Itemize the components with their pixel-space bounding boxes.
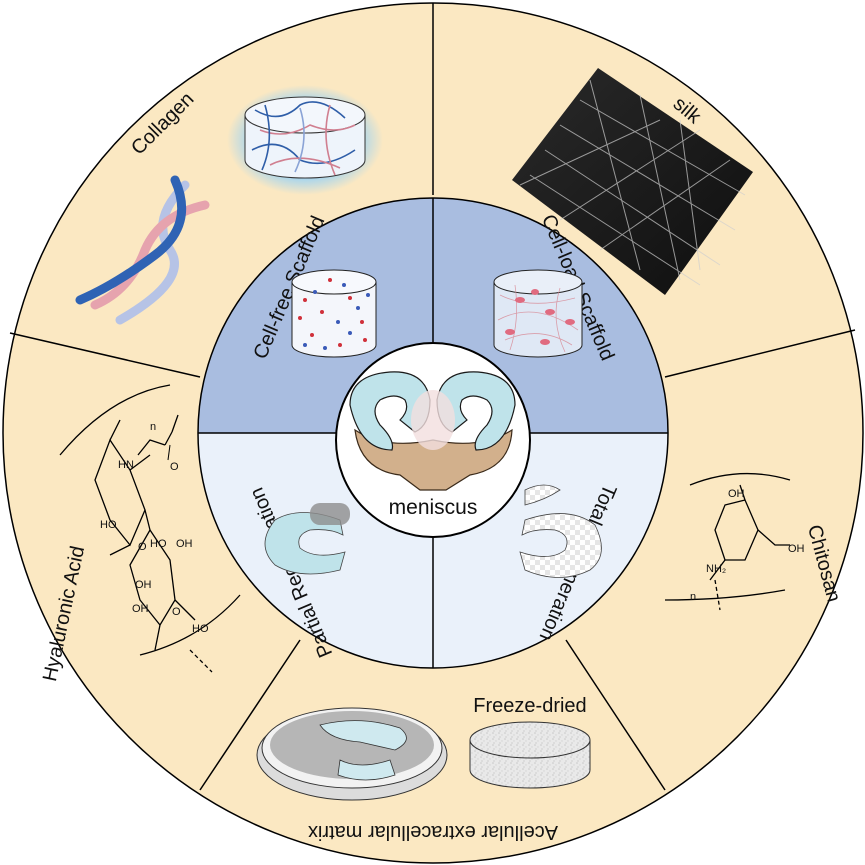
partial-regeneration-meniscus (264, 503, 350, 575)
hyaluronic-acid-atom-labels: n HN O HO O HO OH OH OH O HO (100, 421, 209, 635)
collagen-scaffold-disc (227, 85, 383, 195)
svg-text:O: O (170, 461, 179, 473)
svg-text:OH: OH (135, 579, 152, 591)
svg-text:HO: HO (192, 623, 209, 635)
outer-dividers (9, 3, 856, 791)
silk-sem-image (512, 68, 753, 295)
meniscus-illustration (349, 371, 516, 491)
total-regeneration-meniscus (519, 484, 602, 578)
collagen-triple-helix (75, 175, 210, 325)
svg-text:OH: OH (176, 538, 193, 550)
freeze-dried-label: Freeze-dried (473, 695, 586, 717)
chitosan-structure (664, 472, 791, 611)
svg-text:HN: HN (118, 459, 134, 471)
svg-text:NH₂: NH₂ (706, 563, 726, 575)
petri-dish (256, 707, 448, 801)
svg-text:OH: OH (132, 603, 149, 615)
svg-text:HO: HO (150, 538, 167, 550)
svg-text:n: n (150, 421, 156, 433)
cell-free-scaffold-cylinder (291, 269, 377, 358)
svg-text:OH: OH (728, 488, 745, 500)
acellular-ecm-label: Acellular extracellular matrix (308, 821, 558, 843)
svg-text:HO: HO (100, 519, 117, 531)
svg-text:O: O (138, 541, 147, 553)
freeze-dried-disc (469, 721, 591, 789)
svg-text:n: n (690, 591, 696, 603)
center-label: meniscus (389, 496, 478, 519)
svg-text:O: O (172, 606, 181, 618)
svg-text:OH: OH (788, 543, 805, 555)
hyaluronic-acid-structure (59, 384, 241, 673)
chitosan-atom-labels: OH OH NH₂ n (690, 488, 805, 603)
cell-load-scaffold-cylinder (493, 269, 583, 358)
